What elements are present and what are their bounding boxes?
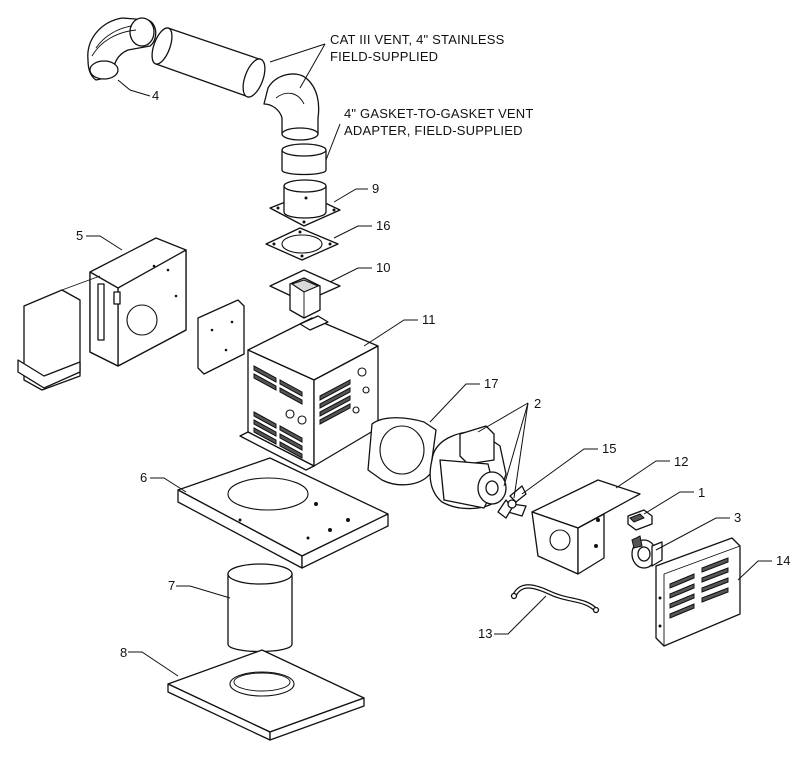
- pressure-switch-part-3: [631, 535, 663, 569]
- part-number-1: 1: [698, 485, 705, 500]
- blower-assembly-part-2: [429, 425, 527, 519]
- part-number-2: 2: [534, 396, 541, 411]
- part-number-13: 13: [478, 626, 492, 641]
- part-number-4: 4: [152, 88, 159, 103]
- part-number-17: 17: [484, 376, 498, 391]
- cabinet-louvers-front: [253, 365, 303, 459]
- louvered-panel-part-14: [655, 537, 741, 647]
- vent-adapter-ring: [281, 143, 327, 176]
- cover-plate: [197, 299, 245, 375]
- part-number-8: 8: [120, 645, 127, 660]
- vent-elbow-lower: [263, 73, 320, 141]
- vent-elbow-part-4: [87, 17, 157, 81]
- adapter-note-line2: ADAPTER, FIELD-SUPPLIED: [344, 123, 523, 138]
- vent-note-line1: CAT III VENT, 4" STAINLESS: [330, 32, 505, 47]
- adapter-note: 4" GASKET-TO-GASKET VENT ADAPTER, FIELD-…: [344, 106, 534, 138]
- base-plate-part-6: [177, 457, 389, 569]
- cabinet-part-11: [239, 315, 379, 471]
- vent-collar-part-9: [269, 179, 341, 227]
- flue-cylinder-part-7: [227, 563, 293, 653]
- cabinet-louvers-side: [319, 379, 351, 425]
- panel-louvers: [669, 557, 729, 619]
- part-number-3: 3: [734, 510, 741, 525]
- part-number-16: 16: [376, 218, 390, 233]
- part-number-5: 5: [76, 228, 83, 243]
- part-number-12: 12: [674, 454, 688, 469]
- part-number-6: 6: [140, 470, 147, 485]
- leader-lines: [86, 43, 772, 677]
- vent-note: CAT III VENT, 4" STAINLESS FIELD-SUPPLIE…: [330, 32, 505, 64]
- part-number-7: 7: [168, 578, 175, 593]
- vent-pipe-straight: [151, 27, 266, 98]
- part-number-15: 15: [602, 441, 616, 456]
- part-number-11: 11: [422, 312, 436, 327]
- part-number-9: 9: [372, 181, 379, 196]
- hose-part-13: [510, 584, 600, 614]
- adapter-note-line1: 4" GASKET-TO-GASKET VENT: [344, 106, 534, 121]
- part-number-14: 14: [776, 553, 790, 568]
- vent-note-line2: FIELD-SUPPLIED: [330, 49, 438, 64]
- bottom-plate-part-8: [167, 649, 365, 741]
- housing-part-5: [17, 237, 187, 391]
- part-number-labels: 4 9 16 10 5 11 17 2 15 12 1 3 14 6 7 8 1…: [76, 88, 790, 660]
- gasket-part-16: [265, 227, 339, 261]
- mounting-bracket-part-12: [531, 479, 641, 575]
- switch-part-1: [627, 509, 653, 531]
- blower-gasket-part-17: [367, 417, 437, 486]
- blower-fan-wheel: [497, 485, 527, 519]
- part-number-10: 10: [376, 260, 390, 275]
- square-adapter-part-10: [269, 269, 341, 319]
